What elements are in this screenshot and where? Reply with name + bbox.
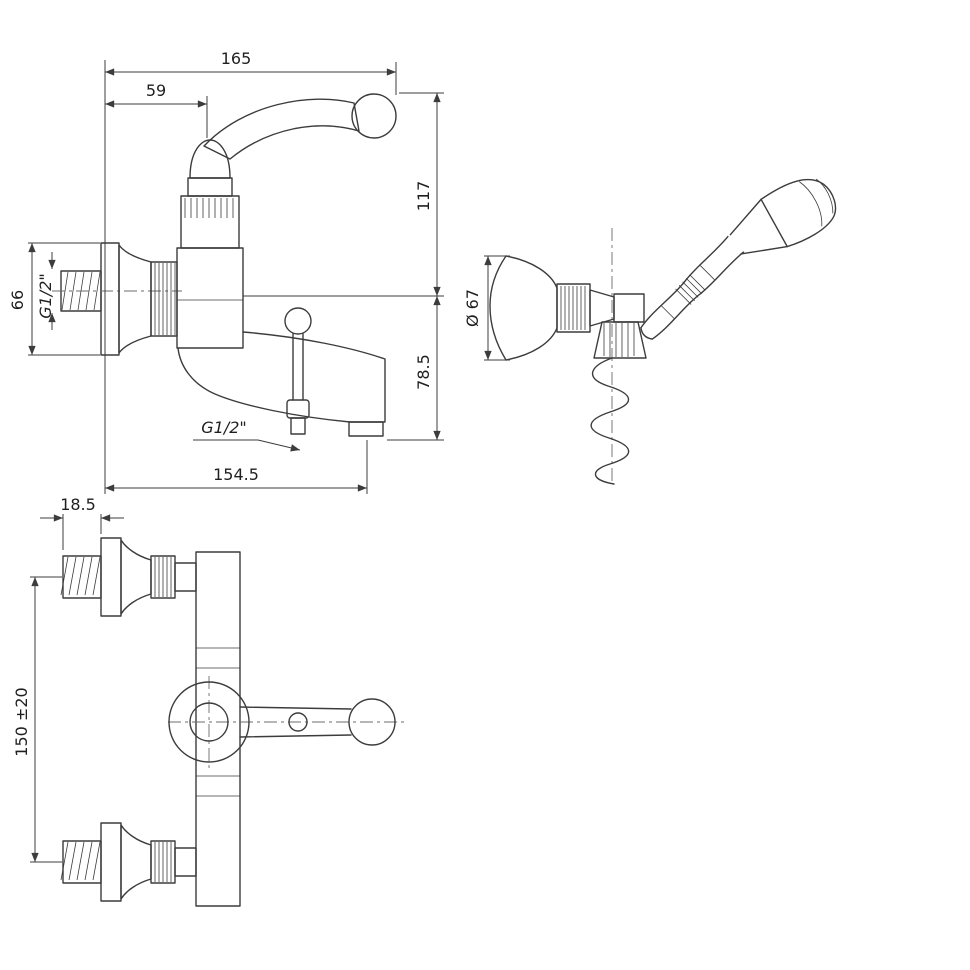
lever-mid-detail — [288, 712, 308, 732]
cartridge-housing — [180, 195, 240, 249]
dim-18-5: 18.5 — [60, 495, 96, 514]
mixer-body — [176, 247, 244, 349]
dim-117: 117 — [414, 181, 433, 212]
front-body — [195, 551, 241, 907]
front-view: 18.5 150 ±20 — [12, 495, 408, 907]
handle-collar — [187, 177, 233, 197]
front-body-joints — [196, 647, 240, 797]
holder-cone — [589, 289, 615, 327]
top-wall-plate — [100, 537, 122, 617]
handle-rings — [660, 265, 715, 320]
dim-outlet-thread: G1/2" — [201, 418, 247, 437]
handle-rosette — [168, 681, 250, 763]
wall-plate — [100, 242, 120, 356]
knurl-hatch — [154, 263, 176, 335]
dim-66: 66 — [8, 290, 27, 310]
dim-154-5: 154.5 — [213, 465, 259, 484]
top-nipple-hatch — [60, 556, 101, 596]
dim-150: 150 ±20 — [12, 687, 31, 756]
handle-hub — [189, 702, 229, 742]
spray-face-lines — [799, 178, 834, 227]
dim-d67: Ø 67 — [463, 289, 482, 327]
wall-cup-face — [489, 255, 507, 361]
side-view: 165 59 117 78.5 66 G1/2" G1/2" 154.5 — [8, 49, 444, 494]
holder-bracket — [613, 293, 645, 323]
wall-cup-body — [505, 255, 558, 361]
bottom-nipple-hatch — [60, 841, 101, 881]
leader-g12-arrow — [257, 439, 301, 452]
bottom-wall-plate — [100, 822, 122, 902]
lever-arm — [203, 98, 360, 160]
dim-59: 59 — [146, 81, 166, 100]
bottom-neck — [174, 847, 197, 877]
head-cone — [729, 198, 788, 255]
hand-shower — [640, 178, 837, 340]
diverter-outlet — [290, 417, 306, 435]
handle-end-cap — [640, 327, 653, 340]
hose-nut-hatch — [603, 323, 635, 357]
handle-dome — [189, 139, 231, 179]
hose-nut — [593, 321, 647, 359]
handle-right-edge — [651, 251, 745, 340]
diverter-knob — [284, 307, 312, 335]
dim-inlet-thread: G1/2" — [36, 273, 55, 319]
front-dim-18-5: 18.5 — [40, 495, 124, 550]
lever-ball — [351, 93, 397, 139]
top-bell-flange — [120, 539, 152, 615]
bottom-knurl-hatch — [154, 842, 172, 882]
diverter-stem — [292, 333, 304, 401]
side-view-outline — [52, 93, 397, 437]
bottom-bell-flange — [120, 824, 152, 900]
side-view-dimensions: 165 59 117 78.5 66 G1/2" G1/2" 154.5 — [8, 49, 444, 494]
bottom-nipple — [62, 840, 102, 884]
top-neck — [174, 562, 197, 592]
dim-165: 165 — [221, 49, 252, 68]
top-nipple — [62, 555, 102, 599]
bell-flange — [118, 244, 152, 354]
handle-left-edge — [640, 235, 729, 329]
front-dim-150: 150 ±20 — [12, 576, 62, 863]
shower-hose — [590, 357, 630, 485]
shower-head — [729, 178, 837, 255]
aerator — [348, 421, 384, 437]
holder-knurl-hatch — [560, 286, 586, 330]
hand-shower-view: Ø 67 — [463, 178, 837, 485]
housing-knurl — [184, 198, 234, 218]
head-cap — [760, 178, 837, 248]
dim-78-5: 78.5 — [414, 354, 433, 390]
front-lever-bar — [239, 706, 352, 738]
front-bottom-union — [60, 822, 197, 902]
top-knurl-hatch — [154, 557, 172, 597]
spout — [177, 331, 386, 423]
front-top-union — [60, 537, 197, 617]
front-lever-ball — [348, 698, 396, 746]
